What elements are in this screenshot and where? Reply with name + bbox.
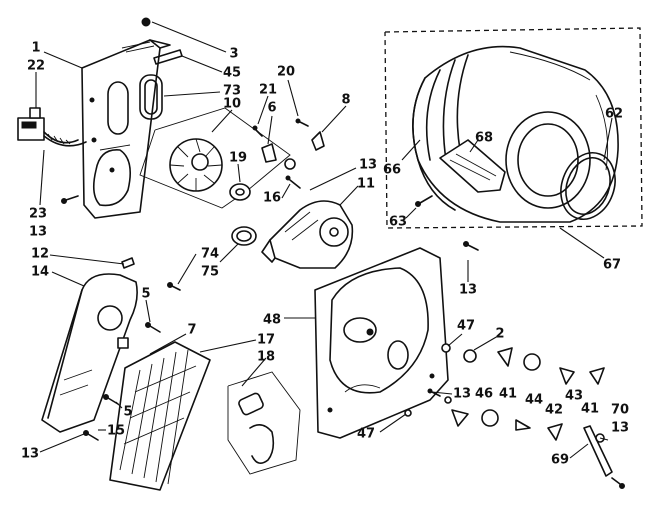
seal-screw	[167, 282, 181, 291]
drum	[412, 45, 619, 223]
callout-7: 7	[187, 323, 196, 338]
heater-element	[109, 337, 211, 491]
callout-67: 67	[603, 258, 621, 273]
callout-75: 75	[201, 265, 219, 280]
door-switch-harness	[17, 107, 87, 147]
callout-12: 12	[31, 247, 49, 262]
callout-18: 18	[257, 350, 275, 365]
callout-21: 21	[259, 83, 277, 98]
leader-lines	[35, 21, 613, 459]
callout-19: 19	[229, 151, 247, 166]
callout-labels: 1 22 23 13 3 45 73 10 20 21 6 8 19 16 13…	[21, 41, 629, 468]
drum-baffle	[439, 139, 506, 193]
lint-duct	[41, 273, 138, 433]
callout-62: 62	[605, 107, 623, 122]
rear-bulkhead	[314, 247, 449, 439]
callout-13-front: 13	[29, 225, 47, 240]
callout-63: 63	[389, 215, 407, 230]
callout-22: 22	[27, 59, 45, 74]
callout-47-top: 47	[457, 319, 475, 334]
callout-14: 14	[31, 265, 49, 280]
callout-41-left: 41	[499, 387, 517, 402]
callout-47-bottom: 47	[357, 427, 375, 442]
callout-16: 16	[263, 191, 281, 206]
callout-13-mid: 13	[453, 387, 471, 402]
callout-44: 44	[525, 393, 543, 408]
callout-17: 17	[257, 333, 275, 348]
callout-13-right: 13	[611, 421, 629, 436]
callout-69: 69	[551, 453, 569, 468]
callout-10: 10	[223, 97, 241, 112]
clip	[121, 257, 135, 269]
idler-arm	[583, 425, 625, 489]
blower-wheel	[169, 138, 223, 192]
callout-8: 8	[341, 93, 350, 108]
panel-screw	[61, 195, 79, 204]
door-seal	[139, 74, 163, 120]
callout-13-rear: 13	[459, 283, 477, 298]
blower-subassembly	[139, 107, 291, 209]
callout-6: 6	[267, 101, 276, 116]
bottom-screw	[83, 430, 99, 441]
callout-1: 1	[31, 41, 40, 56]
callout-5-bottom: 5	[123, 405, 132, 420]
idler-components	[252, 118, 325, 189]
thermostat-kit	[227, 371, 301, 475]
drum-group-frame	[384, 27, 643, 229]
callout-45: 45	[223, 66, 241, 81]
drum-seal	[560, 152, 616, 220]
callout-41-right: 41	[581, 402, 599, 417]
callout-48: 48	[263, 313, 281, 328]
drum-screw	[415, 195, 433, 207]
top-screw	[141, 17, 151, 27]
callout-42: 42	[545, 403, 563, 418]
callout-73: 73	[223, 84, 241, 99]
callout-46: 46	[475, 387, 493, 402]
callout-11: 11	[357, 177, 375, 192]
callout-13-blower: 13	[359, 158, 377, 173]
callout-20: 20	[277, 65, 295, 80]
callout-13-bottom: 13	[21, 447, 39, 462]
callout-70: 70	[611, 403, 629, 418]
roller-hardware	[404, 343, 605, 441]
callout-15: 15	[107, 424, 125, 439]
blower-seal	[231, 226, 257, 246]
rear-screw	[463, 241, 479, 251]
callout-23: 23	[29, 207, 47, 222]
blower-housing	[261, 200, 354, 269]
callout-2: 2	[495, 327, 504, 342]
callout-3: 3	[229, 47, 238, 62]
callout-74: 74	[201, 247, 219, 262]
callout-5-top: 5	[141, 287, 150, 302]
callout-66: 66	[383, 163, 401, 178]
callout-68: 68	[475, 131, 493, 146]
callout-43: 43	[565, 389, 583, 404]
